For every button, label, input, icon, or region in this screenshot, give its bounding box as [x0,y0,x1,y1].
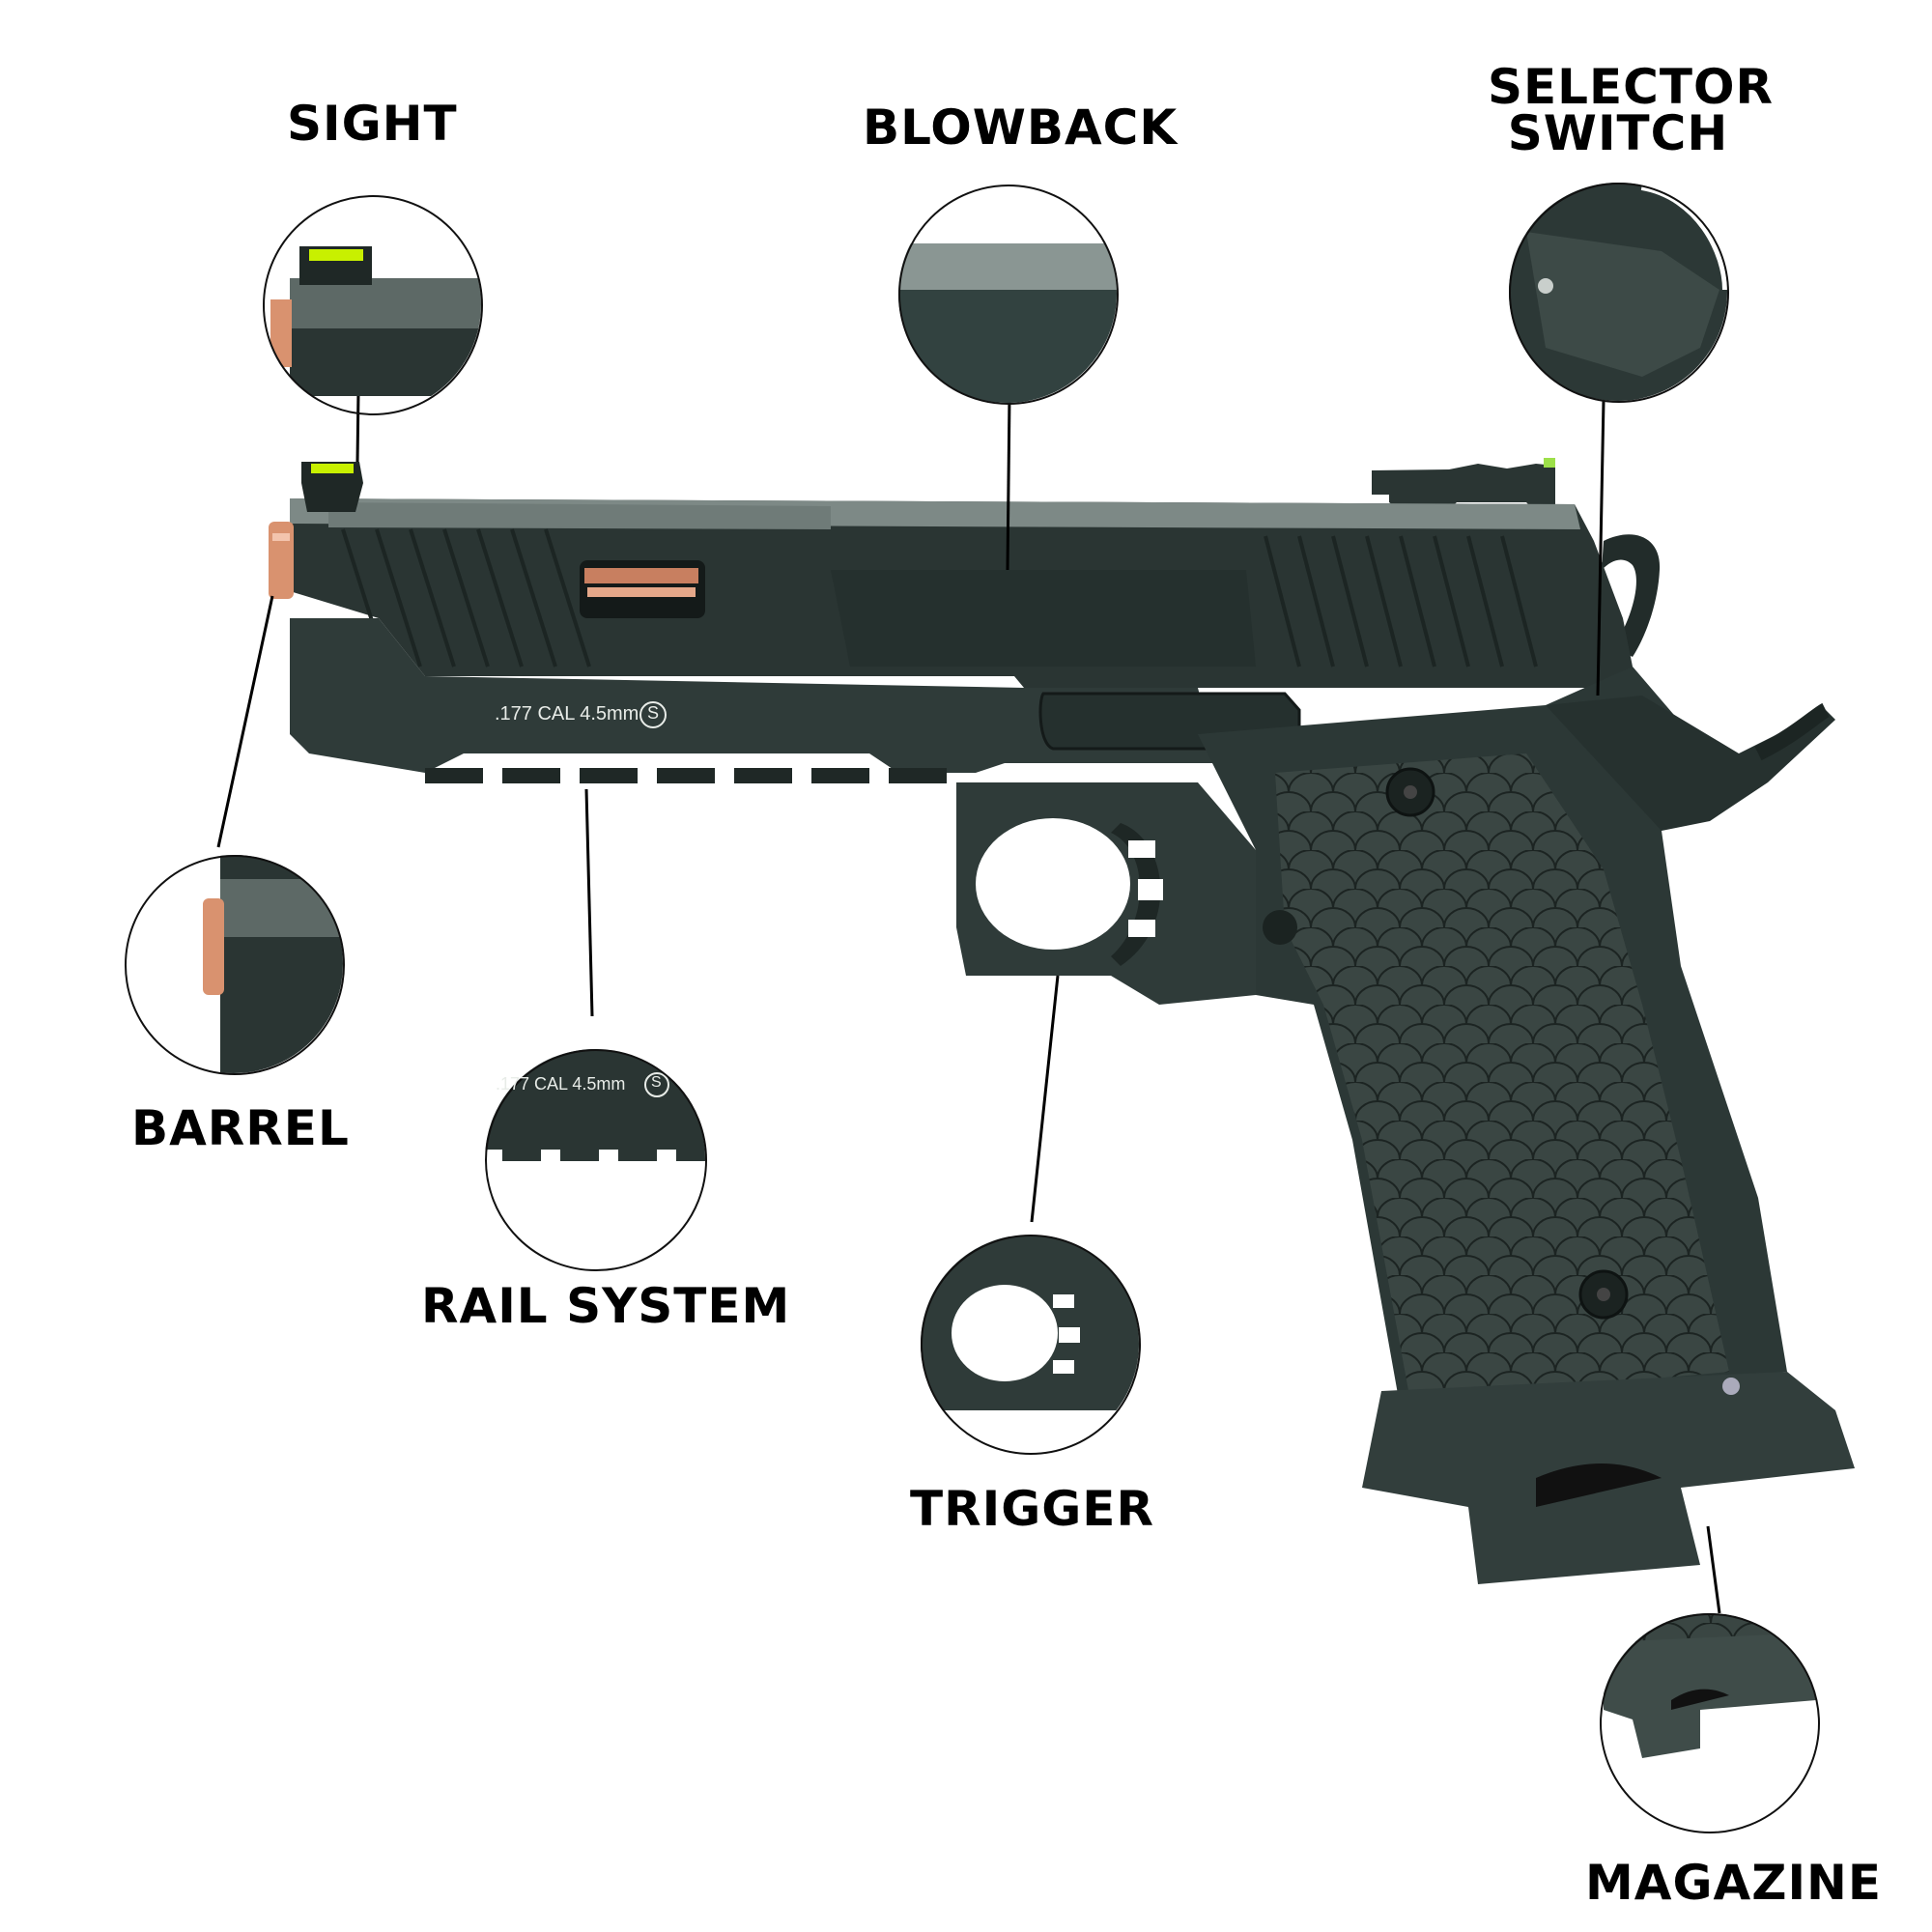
label-selector-switch: SELECTOR SWITCH [1488,59,1774,161]
label-selector-line2: SWITCH [1507,105,1729,161]
label-trigger: TRIGGER [910,1481,1154,1537]
label-magazine: MAGAZINE [1585,1855,1883,1911]
label-sight: SIGHT [287,96,458,152]
callout-circle-trigger [921,1235,1141,1455]
rail-callout-engraving-text: .177 CAL 4.5mm [496,1074,626,1094]
rail-callout-engraving-mark: S [651,1074,662,1091]
leader-line-blowback [1006,395,1011,571]
frame-engraving-text: .177 CAL 4.5mm [495,703,639,724]
frame-engraving-mark: S [647,703,660,723]
leader-line-rail [584,788,594,1017]
frame-engraving [639,701,667,728]
callout-circle-magazine [1600,1613,1820,1833]
callout-circle-blowback [898,185,1119,405]
leader-line-trigger [1030,975,1060,1223]
leader-lines [216,390,1721,1614]
pistol-body [269,458,1855,1584]
callout-circle-rail [485,1049,707,1271]
label-blowback: BLOWBACK [863,99,1179,156]
label-selector-line1: SELECTOR [1488,59,1774,115]
leader-line-barrel [216,595,274,848]
callout-circle-sight [263,195,483,415]
label-rail-system: RAIL SYSTEM [421,1278,791,1334]
leader-line-magazine [1706,1525,1721,1614]
callout-circle-selector [1509,183,1729,403]
callout-circle-barrel [125,855,345,1075]
leader-line-selector [1596,400,1605,696]
label-barrel: BARREL [131,1100,350,1156]
